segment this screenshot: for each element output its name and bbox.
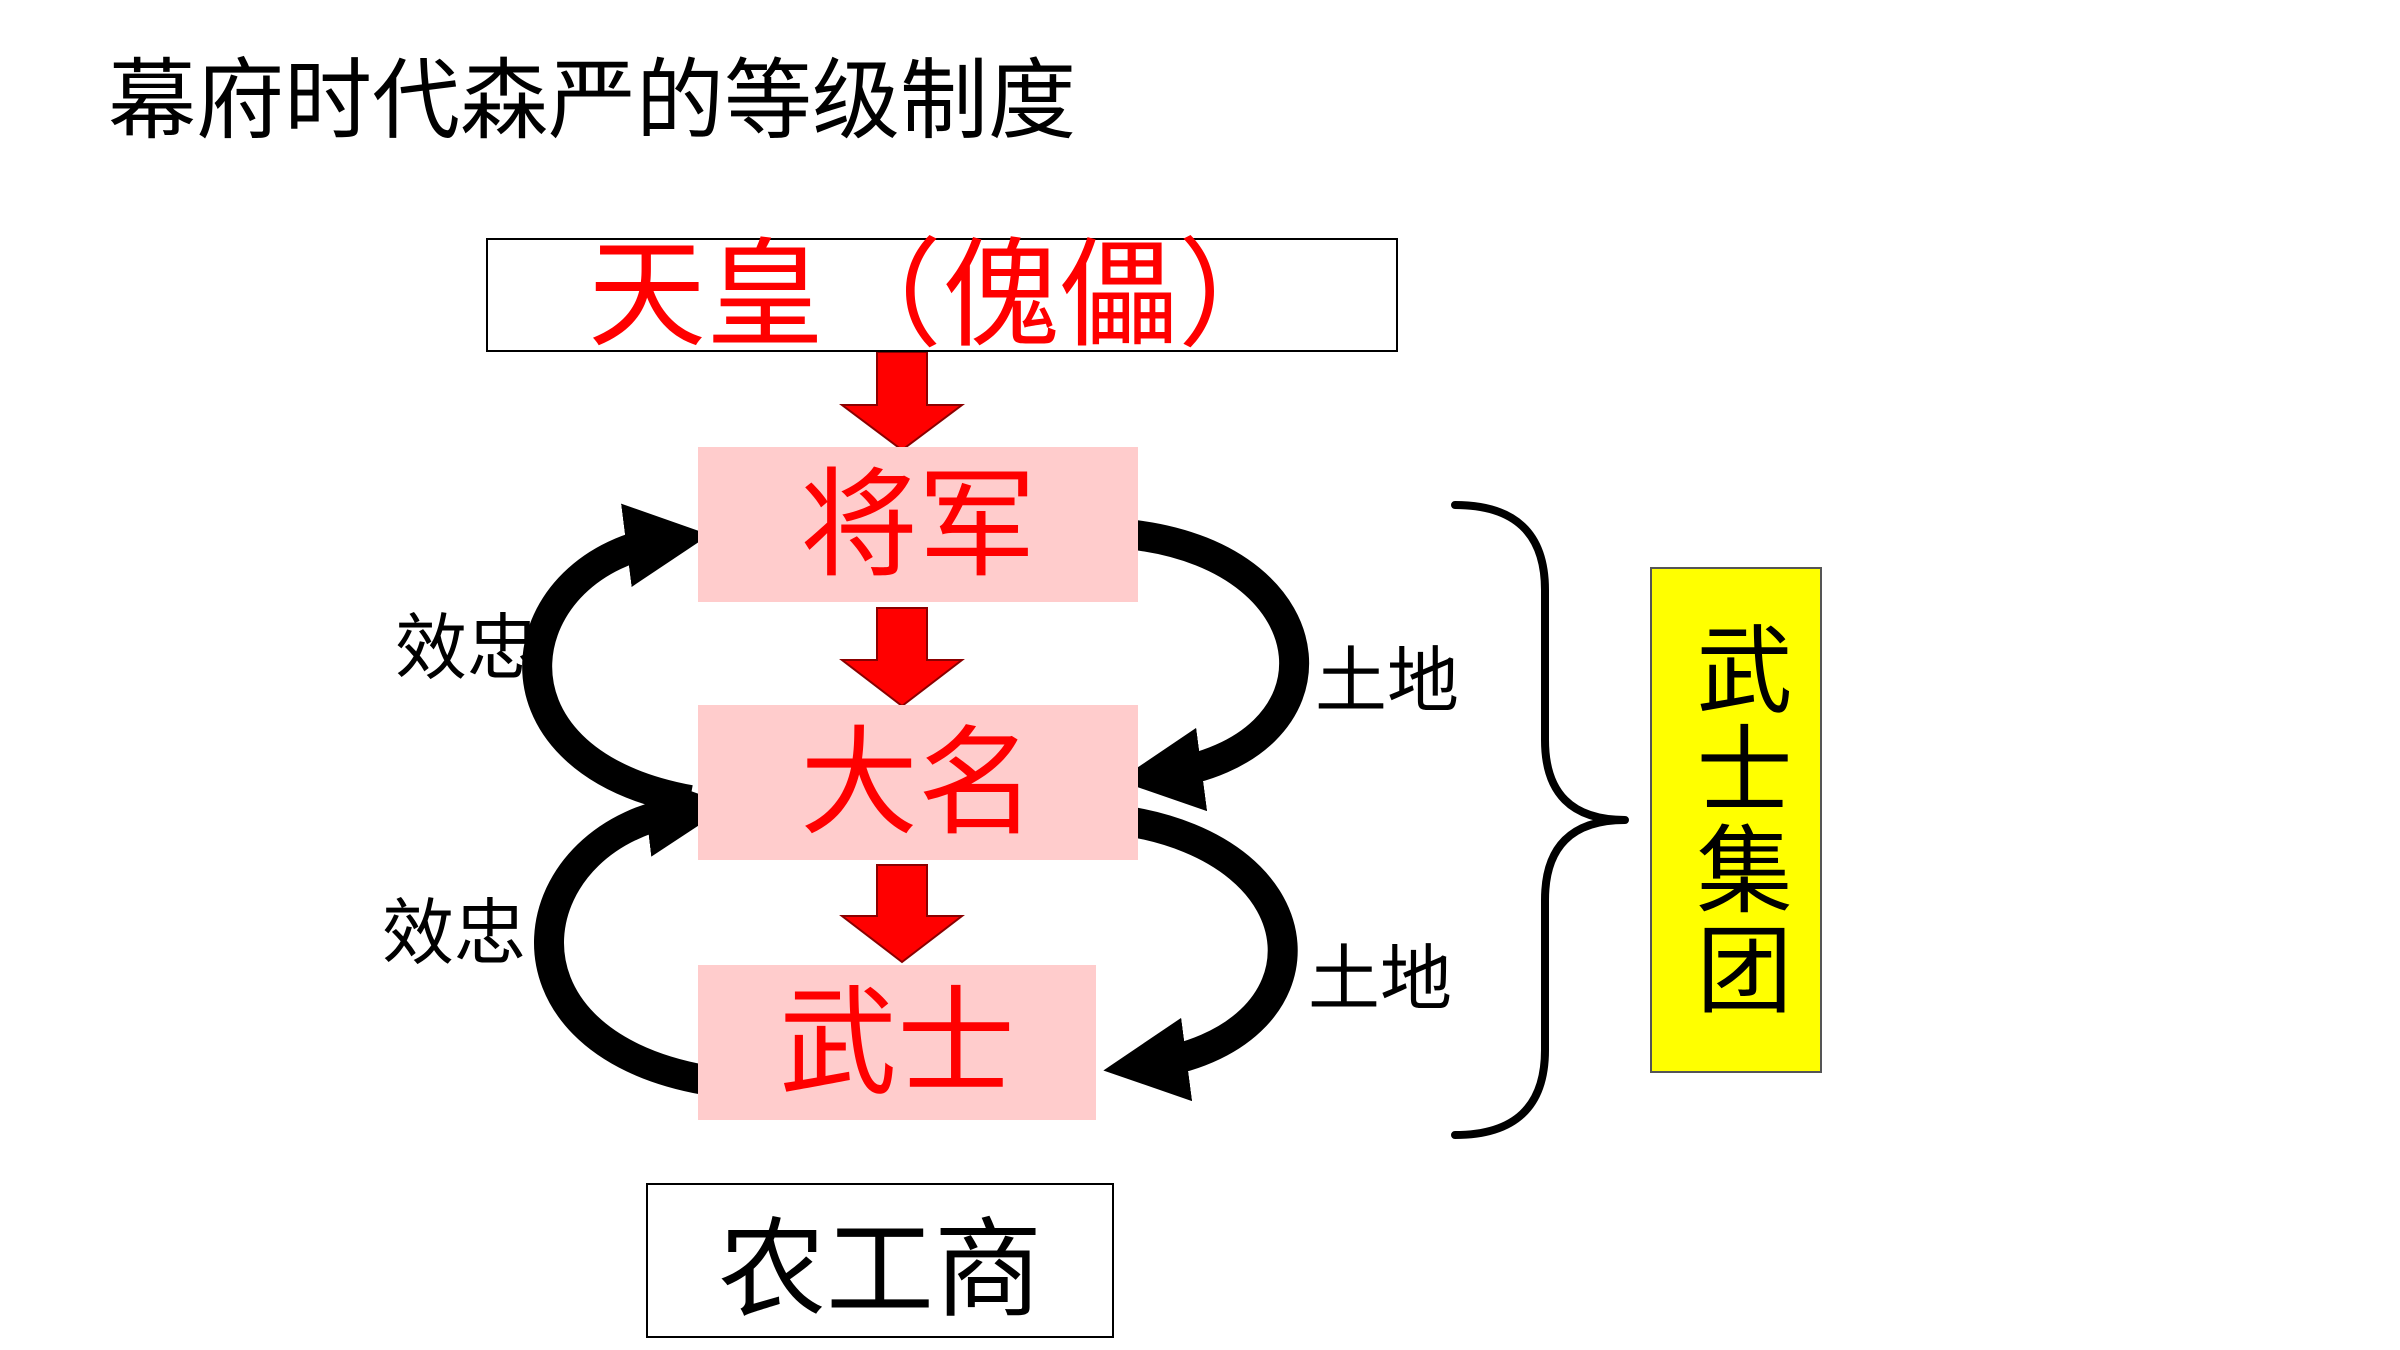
daimyo-box: 大名 — [698, 705, 1138, 860]
down-arrow-shogun-to-daimyo — [839, 607, 965, 708]
down-arrow-emperor-to-shogun — [839, 351, 965, 452]
land-arrow-shogun-to-daimyo — [1118, 520, 1310, 812]
samurai-label: 武士 — [778, 973, 1015, 1112]
shogun-box: 将军 — [698, 447, 1138, 602]
loyalty-arrow-daimyo-to-shogun — [522, 503, 710, 815]
samurai-group-label: 武士集团 — [1680, 620, 1792, 1020]
land-label-upper: 土地 — [1315, 639, 1460, 723]
daimyo-label: 大名 — [799, 713, 1036, 852]
loyalty-label-upper: 效忠 — [395, 606, 540, 690]
loyalty-arrow-samurai-to-daimyo — [534, 773, 730, 1095]
loyalty-label-lower: 效忠 — [382, 891, 527, 975]
emperor-label: 天皇（傀儡） — [587, 226, 1296, 364]
samurai-group-box: 武士集团 — [1650, 567, 1822, 1073]
down-arrow-daimyo-to-samurai — [839, 864, 965, 964]
samurai-box: 武士 — [698, 965, 1096, 1120]
land-arrow-daimyo-to-samurai — [1103, 805, 1298, 1102]
commoners-label: 农工商 — [717, 1207, 1042, 1333]
emperor-box: 天皇（傀儡） — [486, 226, 1398, 364]
shogun-label: 将军 — [799, 455, 1036, 594]
page-title: 幕府时代森严的等级制度 — [108, 49, 1077, 152]
land-label-lower: 土地 — [1308, 937, 1453, 1021]
commoners-box: 农工商 — [646, 1183, 1114, 1338]
samurai-group-brace — [1451, 501, 1629, 1139]
